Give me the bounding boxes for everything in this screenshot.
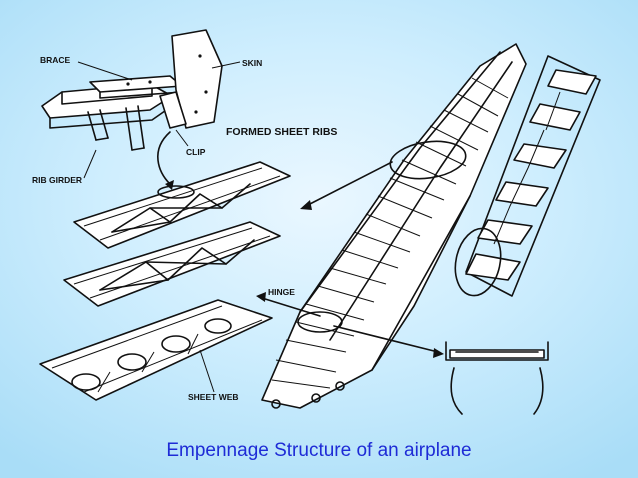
slide-caption: Empennage Structure of an airplane xyxy=(166,440,472,461)
rib-ladder-detail xyxy=(454,55,601,297)
formed-sheet-ribs-stack xyxy=(39,161,291,401)
empennage-fin xyxy=(256,43,527,409)
label-sheet-web: SHEET WEB xyxy=(188,392,239,402)
spar-cross-section xyxy=(445,341,549,415)
label-hinge: HINGE xyxy=(268,287,295,297)
label-formed-sheet-ribs: FORMED SHEET RIBS xyxy=(226,126,337,138)
label-skin: SKIN xyxy=(242,58,262,68)
label-clip: CLIP xyxy=(186,147,206,157)
label-rib-girder: RIB GIRDER xyxy=(32,175,82,185)
label-brace: BRACE xyxy=(40,55,71,65)
rib-detail-illustration xyxy=(41,29,241,190)
